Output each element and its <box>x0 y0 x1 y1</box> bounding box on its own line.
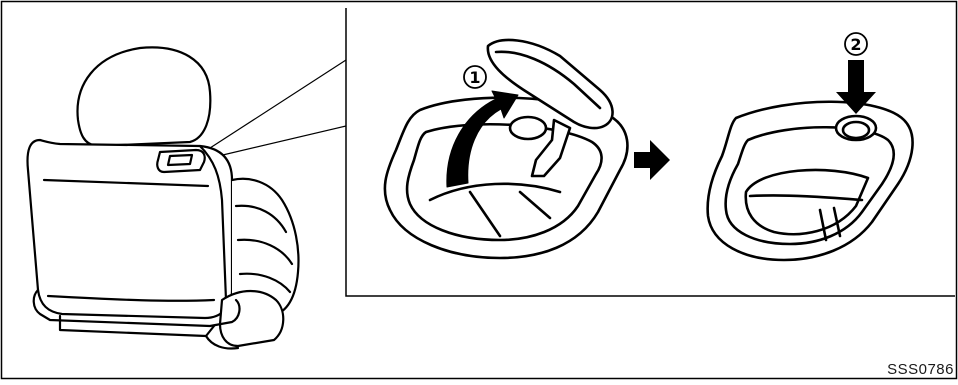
figure-code: SSS0786 <box>887 361 954 378</box>
step-1-marker: 1 <box>464 66 486 88</box>
headrest <box>78 47 211 146</box>
step-2-label: 2 <box>850 35 861 54</box>
step-1-label: 1 <box>469 68 480 87</box>
callout-leader-lines <box>210 60 346 158</box>
armrest-closed-illustration <box>708 102 913 260</box>
sequence-arrow <box>634 140 670 180</box>
seat-illustration <box>28 47 299 348</box>
step-2-marker: 2 <box>845 33 867 55</box>
armrest-open-illustration <box>385 40 628 258</box>
